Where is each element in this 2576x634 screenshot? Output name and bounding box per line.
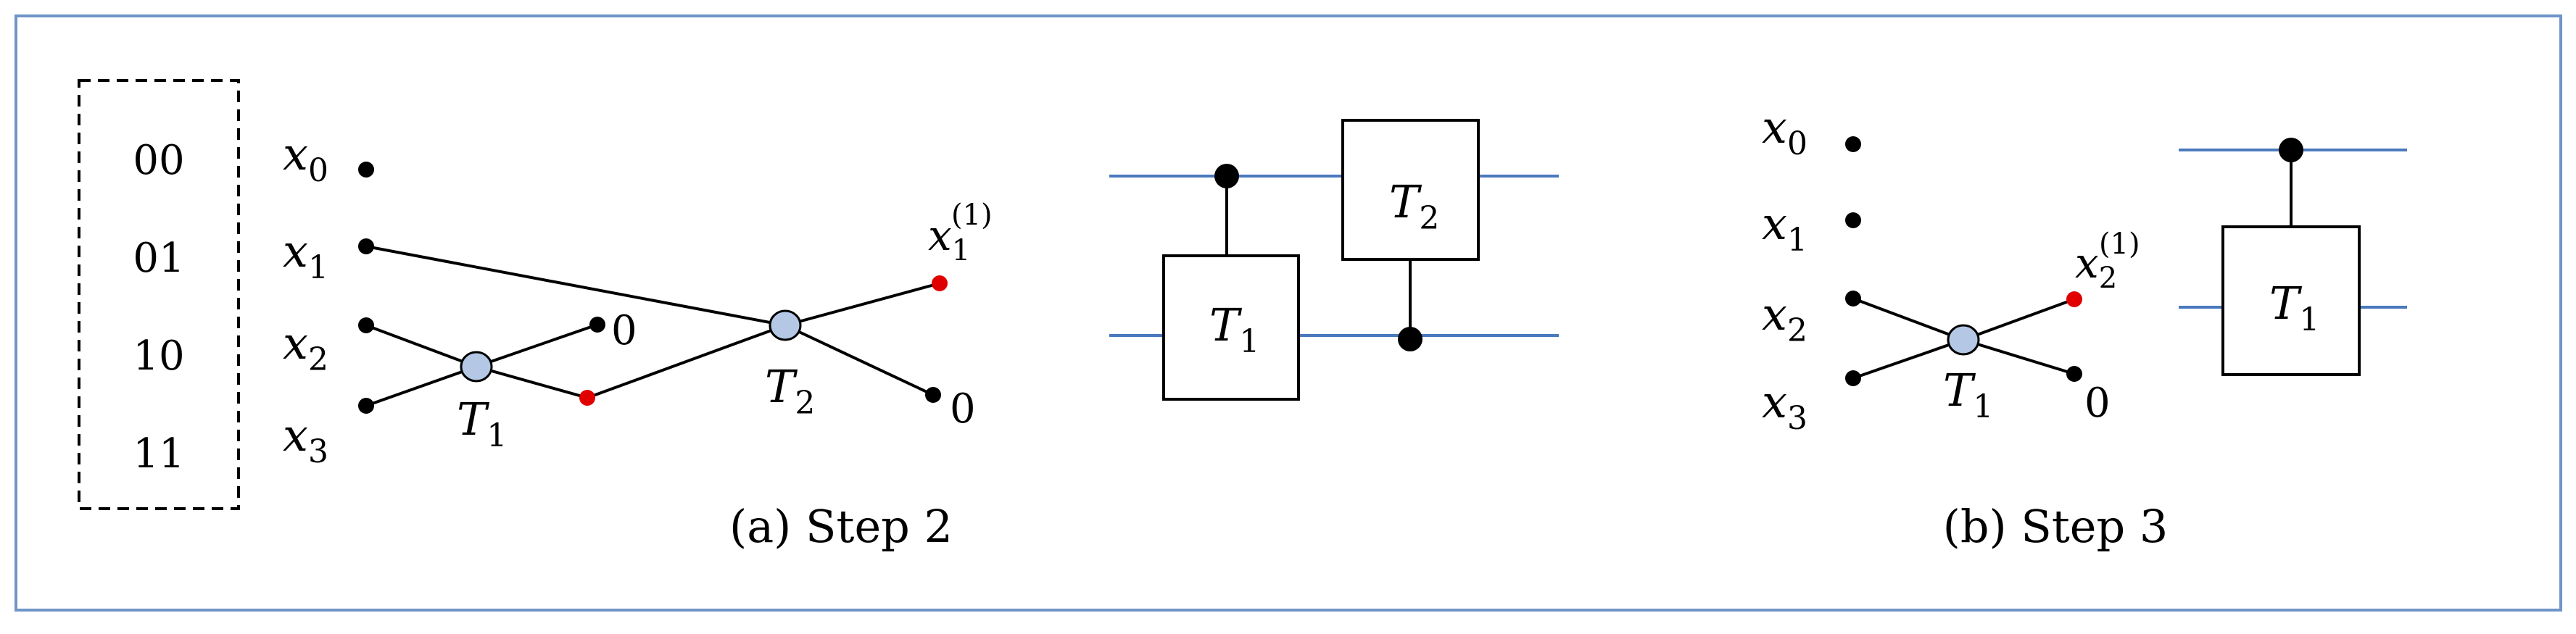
label-output-a-sup: (1) (951, 199, 993, 232)
input-dot-x2 (358, 317, 374, 333)
label-x1: x1 (283, 225, 328, 286)
b-label-x3: x3 (1762, 375, 1807, 437)
zero-dot-1 (589, 317, 605, 333)
edge-x3-T1 (365, 365, 477, 407)
binary-item-2: 10 (133, 333, 184, 380)
edge-T2-zero (784, 324, 934, 396)
label-node-T2: T2 (765, 360, 815, 422)
binary-item-0: 00 (133, 137, 184, 184)
panel-b-tree: x0 x1 x2 x3 T1 0 x2 (1) (1762, 101, 2140, 437)
b-label-output-sup: (1) (2099, 228, 2140, 261)
gate-T1 (1162, 254, 1300, 401)
edge-T2-out (784, 282, 940, 327)
panel-b-circuit: T1 (2179, 138, 2407, 376)
label-node-T1: T1 (457, 393, 507, 454)
control-dot-T1 (1214, 164, 1239, 188)
red-dot-out (932, 275, 948, 291)
input-dot-x3 (358, 398, 374, 414)
edge-red-T2 (587, 324, 786, 399)
edge-b-x2-T1 (1852, 297, 1964, 341)
b-node-T1 (1947, 324, 1980, 356)
node-T2 (769, 309, 802, 341)
edge-b-T1-red (1963, 298, 2075, 341)
input-dot-x0 (358, 162, 374, 178)
gate-label-T1: T1 (1209, 299, 1259, 360)
control-dot-T2 (1398, 327, 1422, 351)
panel-a-circuit: T1 T2 (1109, 119, 1559, 401)
label-zero-1: 0 (611, 307, 637, 354)
b-gate-label-T1: T1 (2269, 277, 2319, 338)
binary-item-1: 01 (133, 235, 184, 282)
gate-label-T2: T2 (1389, 175, 1439, 237)
node-T1 (460, 351, 493, 383)
figure-frame (15, 14, 2562, 612)
edge-b-x3-T1 (1852, 338, 1964, 380)
label-zero-2: 0 (950, 385, 976, 433)
binary-list: 00 01 10 11 (78, 79, 240, 510)
b-input-dot-x1 (1845, 212, 1861, 228)
b-label-x0: x0 (1762, 101, 1807, 162)
b-label-node-T1: T1 (1943, 364, 1993, 425)
b-input-dot-x0 (1845, 136, 1861, 152)
edge-T1-red (476, 365, 588, 399)
b-control-dot-T1 (2279, 138, 2303, 162)
b-gate-T1 (2221, 225, 2361, 376)
binary-list-box (78, 79, 240, 510)
label-output-a: x1 (928, 211, 970, 267)
b-label-x1: x1 (1762, 197, 1807, 259)
binary-item-3: 11 (133, 430, 184, 477)
edge-x1-T2 (365, 245, 786, 327)
edge-T1-zero (476, 323, 598, 368)
zero-dot-2 (925, 387, 941, 403)
b-label-output: x2 (2075, 238, 2117, 295)
panel-a-tree: x0 x1 x2 x3 T1 T2 0 0 x1 (1) (283, 128, 993, 470)
caption-step-2: (a) Step 2 (729, 500, 953, 553)
gate-T2 (1341, 119, 1480, 261)
edge-x2-T1 (365, 324, 477, 368)
label-x0: x0 (283, 128, 328, 189)
input-dot-x1 (358, 238, 374, 254)
label-x2: x2 (283, 317, 328, 378)
label-x3: x3 (283, 409, 328, 470)
b-input-dot-x3 (1845, 370, 1861, 386)
red-dot-mid (579, 390, 595, 406)
caption-step-3: (b) Step 3 (1943, 500, 2169, 553)
b-red-dot-out (2066, 291, 2082, 307)
b-zero-dot (2066, 366, 2082, 382)
b-label-zero: 0 (2084, 380, 2111, 427)
edge-b-T1-zero (1963, 338, 2075, 375)
b-label-x2: x2 (1762, 288, 1807, 349)
b-input-dot-x2 (1845, 291, 1861, 306)
